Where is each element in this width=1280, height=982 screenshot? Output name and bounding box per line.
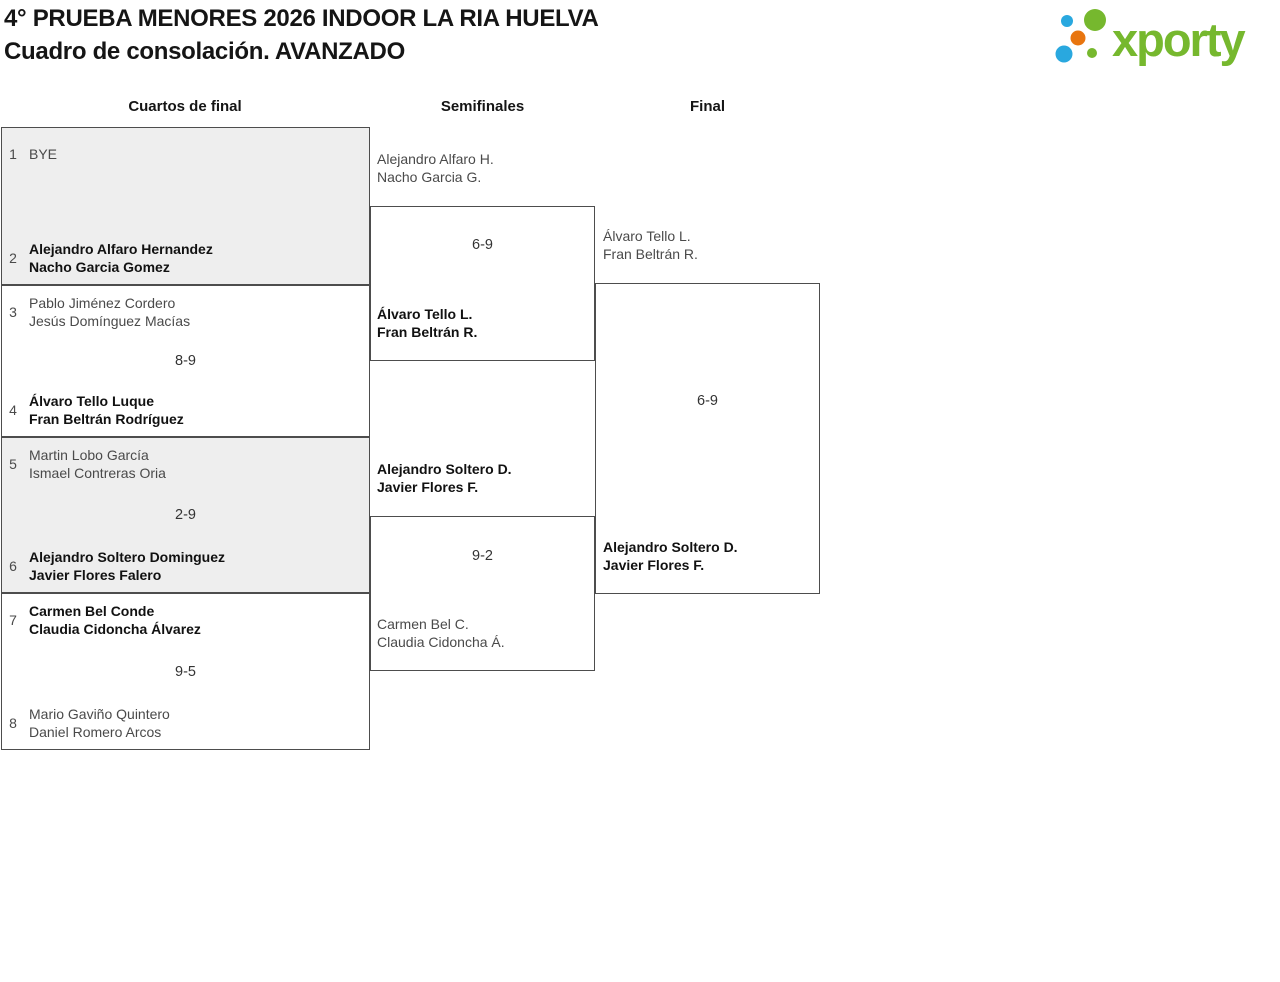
column-header-semifinals: Semifinales xyxy=(440,98,525,115)
team-slot-seed-8: 8 Mario Gaviño Quintero Daniel Romero Ar… xyxy=(2,705,369,741)
player-name: Fran Beltrán R. xyxy=(377,324,478,340)
player-name: Carmen Bel Conde xyxy=(29,603,155,619)
seed-number: 7 xyxy=(9,612,17,628)
match-score: 9-2 xyxy=(472,548,493,564)
team-names: Martin Lobo García Ismael Contreras Oria xyxy=(29,446,166,482)
logo-dot-green-large xyxy=(1084,9,1106,31)
match-score: 9-5 xyxy=(175,663,196,680)
player-name: Pablo Jiménez Cordero xyxy=(29,295,176,311)
final-team1: Álvaro Tello L. Fran Beltrán R. xyxy=(603,227,698,263)
team-names: Alejandro Alfaro Hernandez Nacho Garcia … xyxy=(29,240,213,276)
semifinal2-team2: Carmen Bel C. Claudia Cidoncha Á. xyxy=(377,615,505,651)
team-names: Alejandro Soltero Dominguez Javier Flore… xyxy=(29,548,225,584)
semifinal-match-2-box: 9-2 xyxy=(370,516,595,671)
team-names: Mario Gaviño Quintero Daniel Romero Arco… xyxy=(29,705,170,741)
player-name: Álvaro Tello L. xyxy=(603,228,691,244)
semifinal2-team1: Alejandro Soltero D. Javier Flores F. xyxy=(377,460,512,496)
player-name: BYE xyxy=(29,146,58,162)
semifinal-match-1-box: 6-9 xyxy=(370,206,595,361)
team-names: BYE xyxy=(29,136,57,172)
team-names: Álvaro Tello Luque Fran Beltrán Rodrígue… xyxy=(29,392,184,428)
xporty-logo-dots-icon xyxy=(1055,9,1106,63)
team-slot-seed-1: 1 BYE xyxy=(2,136,369,172)
player-name: Claudia Cidoncha Á. xyxy=(377,634,505,650)
seed-number: 4 xyxy=(9,402,17,418)
xporty-logo-text: xporty xyxy=(1112,13,1246,66)
page-title-line1: 4° PRUEBA MENORES 2026 INDOOR LA RIA HUE… xyxy=(4,5,599,32)
player-name: Álvaro Tello Luque xyxy=(29,393,154,409)
team-slot-seed-6: 6 Alejandro Soltero Dominguez Javier Flo… xyxy=(2,548,369,584)
player-name: Fran Beltrán R. xyxy=(603,246,698,262)
seed-number: 8 xyxy=(9,715,17,731)
team-names: Pablo Jiménez Cordero Jesús Domínguez Ma… xyxy=(29,294,190,330)
quarterfinal-match-4: 7 Carmen Bel Conde Claudia Cidoncha Álva… xyxy=(1,593,370,750)
player-name: Alejandro Soltero Dominguez xyxy=(29,549,226,565)
team-slot-seed-3: 3 Pablo Jiménez Cordero Jesús Domínguez … xyxy=(2,294,369,330)
logo-dot-blue-small xyxy=(1061,15,1073,27)
player-name: Alejandro Alfaro Hernandez xyxy=(29,241,213,257)
player-name: Álvaro Tello L. xyxy=(377,306,473,322)
team-slot-seed-5: 5 Martin Lobo García Ismael Contreras Or… xyxy=(2,446,369,482)
final-team2-champion: Alejandro Soltero D. Javier Flores F. xyxy=(603,538,738,574)
team-slot-seed-7: 7 Carmen Bel Conde Claudia Cidoncha Álva… xyxy=(2,602,369,638)
logo-dot-orange xyxy=(1070,30,1086,46)
column-header-final: Final xyxy=(689,98,725,115)
semifinal1-team2: Álvaro Tello L. Fran Beltrán R. xyxy=(377,305,477,341)
quarterfinal-match-1: 1 BYE 2 Alejandro Alfaro Hernandez Nacho… xyxy=(1,127,370,285)
page-title: 4° PRUEBA MENORES 2026 INDOOR LA RIA HUE… xyxy=(4,2,599,68)
semifinal1-team1: Alejandro Alfaro H. Nacho Garcia G. xyxy=(377,150,494,186)
team-slot-seed-4: 4 Álvaro Tello Luque Fran Beltrán Rodríg… xyxy=(2,392,369,428)
player-name: Fran Beltrán Rodríguez xyxy=(29,411,184,427)
player-name: Daniel Romero Arcos xyxy=(29,724,162,740)
player-name: Claudia Cidoncha Álvarez xyxy=(29,621,201,637)
player-name: Nacho Garcia Gomez xyxy=(29,259,170,275)
player-name: Javier Flores F. xyxy=(603,557,705,573)
player-name: Alejandro Soltero D. xyxy=(377,461,512,477)
team-names: Carmen Bel Conde Claudia Cidoncha Álvare… xyxy=(29,602,201,638)
team-slot-seed-2: 2 Alejandro Alfaro Hernandez Nacho Garci… xyxy=(2,240,369,276)
player-name: Martin Lobo García xyxy=(29,447,149,463)
quarterfinal-match-3: 5 Martin Lobo García Ismael Contreras Or… xyxy=(1,437,370,593)
player-name: Jesús Domínguez Macías xyxy=(29,313,191,329)
seed-number: 1 xyxy=(9,146,17,162)
match-score: 6-9 xyxy=(472,237,493,253)
quarterfinal-match-2: 3 Pablo Jiménez Cordero Jesús Domínguez … xyxy=(1,285,370,437)
seed-number: 6 xyxy=(9,558,17,574)
player-name: Javier Flores Falero xyxy=(29,567,162,583)
player-name: Alejandro Soltero D. xyxy=(603,539,738,555)
column-header-quarterfinals: Cuartos de final xyxy=(128,98,242,115)
match-score: 6-9 xyxy=(697,393,718,409)
player-name: Carmen Bel C. xyxy=(377,616,469,632)
logo-dot-green-small xyxy=(1087,48,1097,58)
seed-number: 2 xyxy=(9,250,17,266)
player-name: Nacho Garcia G. xyxy=(377,169,482,185)
player-name: Javier Flores F. xyxy=(377,479,479,495)
seed-number: 5 xyxy=(9,456,17,472)
page-title-line2: Cuadro de consolación. AVANZADO xyxy=(4,38,405,65)
logo-dot-blue-large xyxy=(1055,45,1073,63)
final-match-box: 6-9 xyxy=(595,283,820,594)
seed-number: 3 xyxy=(9,304,17,320)
match-score: 2-9 xyxy=(175,507,196,523)
player-name: Alejandro Alfaro H. xyxy=(377,151,494,167)
player-name: Mario Gaviño Quintero xyxy=(29,706,170,722)
match-score: 8-9 xyxy=(175,353,196,369)
player-name: Ismael Contreras Oria xyxy=(29,465,166,481)
